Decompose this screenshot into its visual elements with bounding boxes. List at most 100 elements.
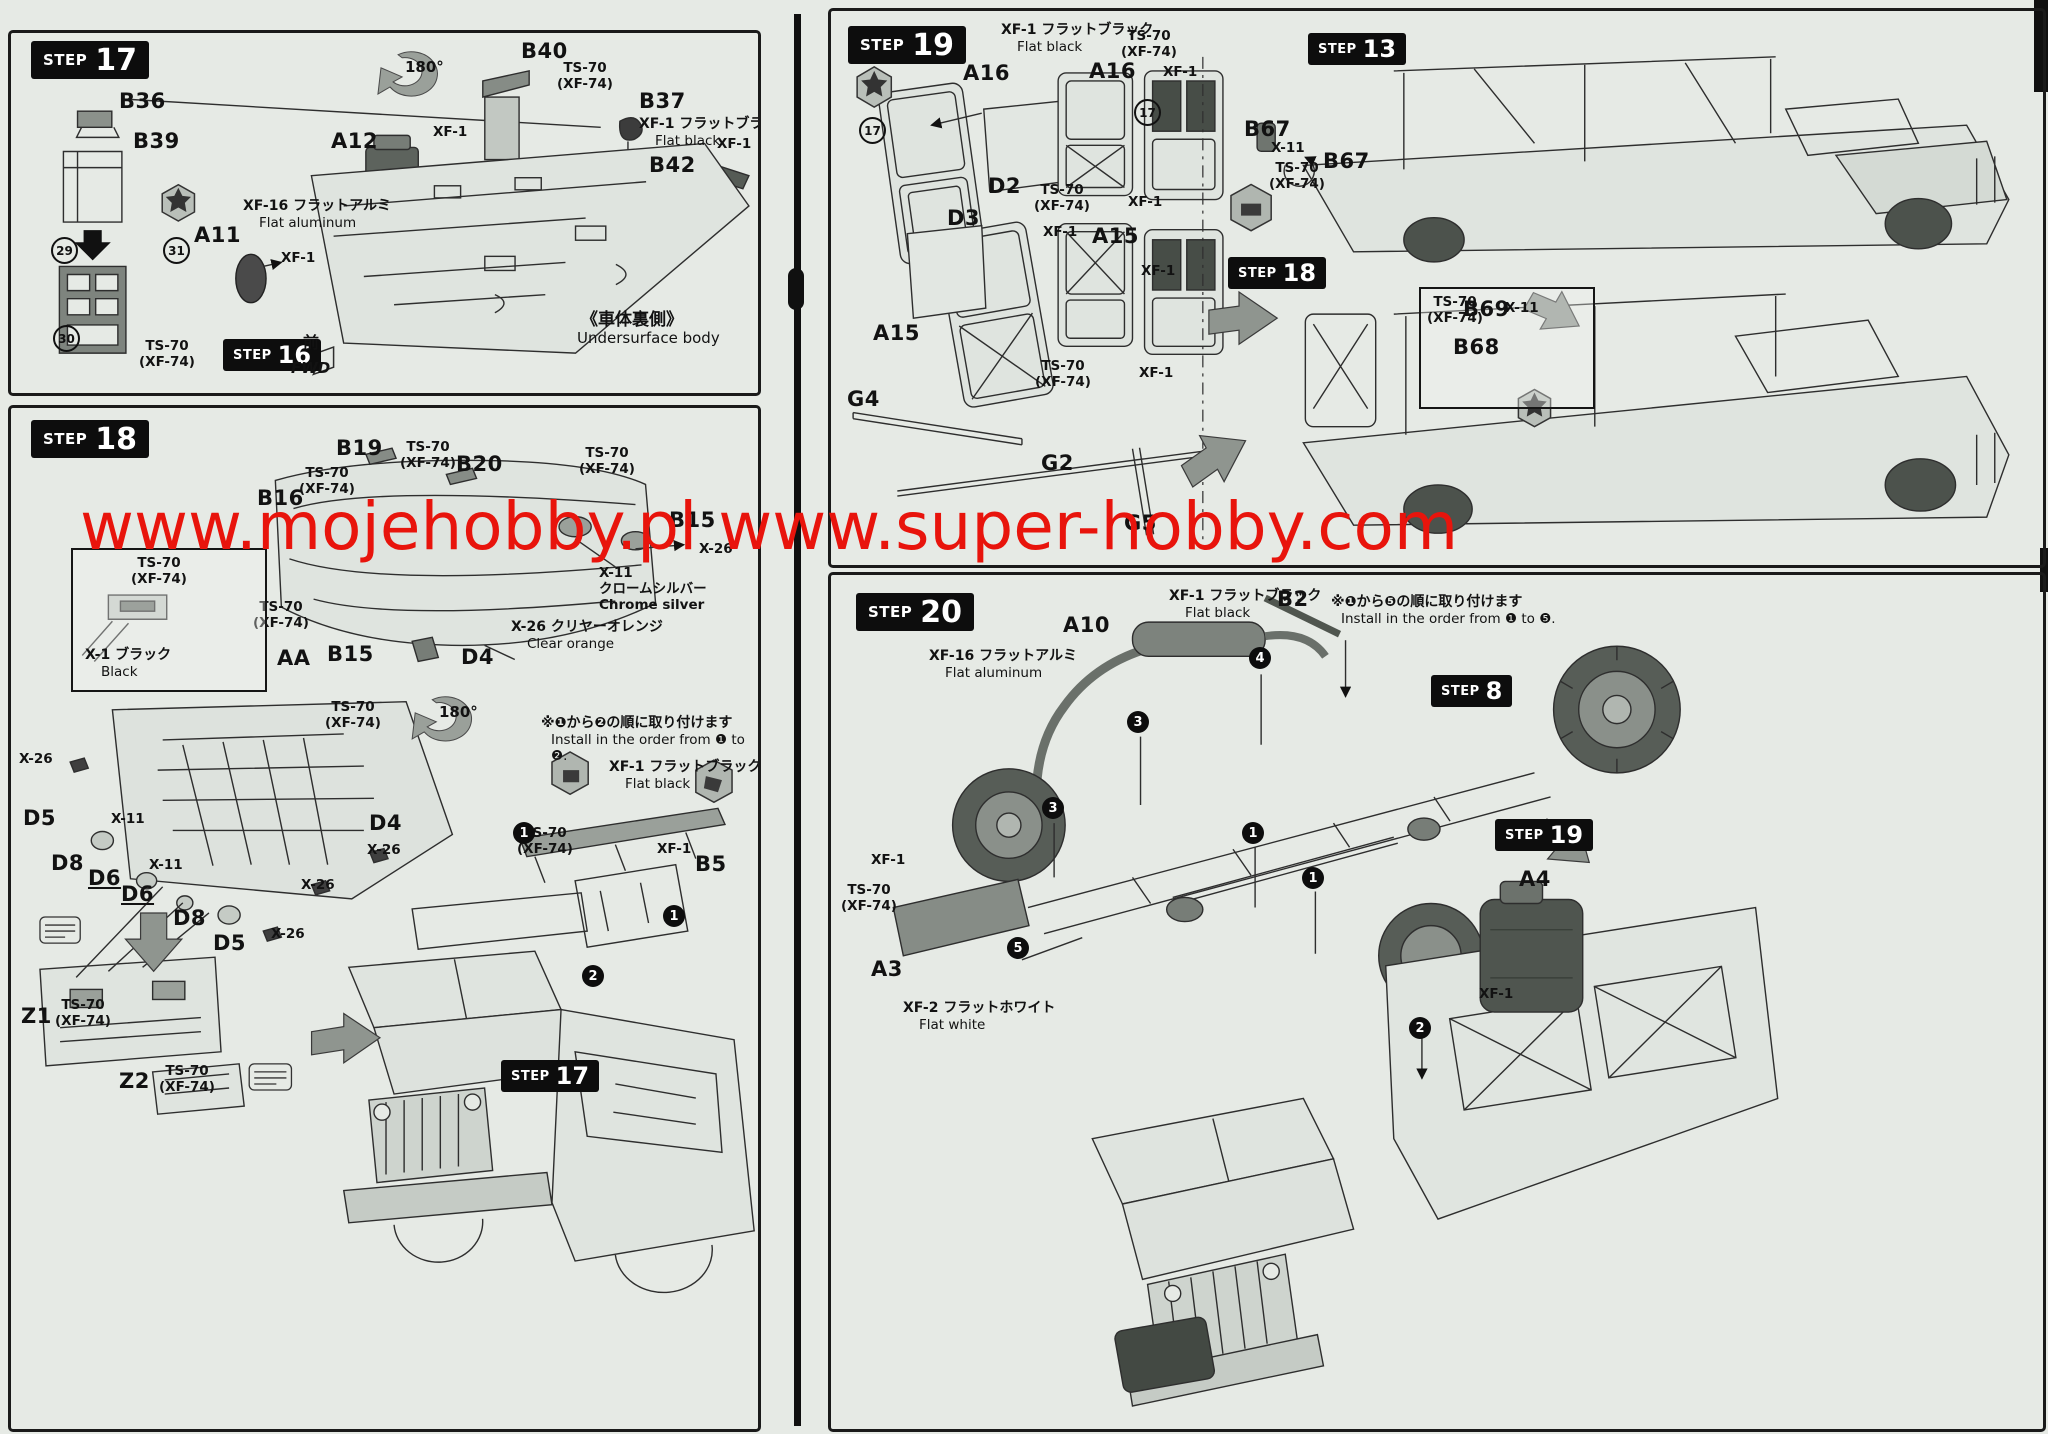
- paint-label-xf1: XF-1: [433, 124, 468, 140]
- part-label-b42: B42: [649, 153, 696, 177]
- part-label-d8: D8: [173, 906, 207, 930]
- part-label-b69: B69: [1463, 297, 1510, 321]
- paint-label-x26-orange-en: Clear orange: [527, 636, 615, 652]
- paint-label-ts70: TS-70 (XF-74): [557, 60, 613, 92]
- part-label-a11: A11: [194, 223, 241, 247]
- paint-label-xf1: XF-1: [281, 250, 316, 266]
- part-label-g5: G5: [1124, 511, 1157, 535]
- part-label-d4: D4: [369, 811, 403, 835]
- step-17-badge: STEP 17: [31, 41, 150, 79]
- order-number-4: 4: [1249, 647, 1271, 669]
- step-number: 18: [95, 421, 138, 457]
- paint-label-xf1: XF-1: [717, 136, 752, 152]
- step-word: STEP: [233, 347, 272, 363]
- part-label-a15: A15: [873, 321, 920, 345]
- step-word: STEP: [1505, 827, 1544, 843]
- part-label-b39: B39: [133, 129, 180, 153]
- install-note-en: Install in the order from ❶ to ❺.: [1341, 611, 1556, 627]
- step-19-badge: STEP 19: [848, 26, 967, 64]
- rotate-180-icon: [377, 51, 438, 97]
- paint-note-xf16: XF-16 フラットアルミ Flat aluminum: [243, 195, 391, 231]
- paint-note-xf1-black: XF-1 フラットブラック Flat black: [639, 113, 758, 149]
- part-label-d5: D5: [23, 806, 57, 830]
- paint-note-xf1-black: XF-1 フラットブラック Flat black: [1169, 585, 1321, 621]
- paint-label-ts70: TS-70 (XF-74): [131, 555, 187, 587]
- part-label-a3: A3: [871, 957, 903, 981]
- part-label-b20: B20: [456, 452, 503, 476]
- paint-label-xf1: XF-1: [1139, 365, 1174, 381]
- order-number-1: 1: [1242, 822, 1264, 844]
- step-20-badge: STEP 20: [856, 593, 975, 631]
- part-label-b2: B2: [1277, 587, 1309, 611]
- detail-inset-x1: [71, 548, 267, 692]
- paint-note-x1: X-1 ブラック Black: [85, 644, 171, 680]
- step-word: STEP: [1318, 41, 1357, 57]
- part-label-b37: B37: [639, 89, 686, 113]
- paint-label-xf1: XF-1: [1043, 224, 1078, 240]
- step17-illustration: [58, 51, 750, 376]
- part-label-g4: G4: [847, 387, 880, 411]
- paint-label-x11: X-11: [1271, 140, 1305, 156]
- part-label-b15: B15: [327, 642, 374, 666]
- paint-label-x11: X-11: [149, 857, 183, 873]
- part-label-a4: A4: [1519, 867, 1551, 891]
- part-label-b68: B68: [1453, 335, 1500, 359]
- paint-label-xf1: XF-1: [657, 841, 692, 857]
- step-17-badge: STEP 17: [501, 1060, 600, 1092]
- step-number: 8: [1485, 677, 1503, 705]
- step-19-badge: STEP 19: [1495, 819, 1594, 851]
- part-label-d2: D2: [988, 174, 1022, 198]
- paint-label-ts70: TS-70 (XF-74): [1427, 294, 1483, 326]
- panel-step18: STEP 18 B19 TS-70 (XF-74) TS-70 (XF-74) …: [8, 405, 761, 1432]
- scan-edge-mark: [2040, 548, 2048, 592]
- step-number: 16: [277, 341, 312, 369]
- step-word: STEP: [860, 36, 905, 54]
- part-label-d6: D6: [88, 866, 122, 890]
- part-label-d6: D6: [121, 882, 155, 906]
- circled-number-17: 17: [859, 117, 886, 144]
- paint-label-xf1-black-en: Flat black: [655, 133, 721, 149]
- install-note-1to5: ※❶から❺の順に取り付けます Install in the order from…: [1331, 591, 1556, 627]
- install-note-jp: ※❶から❺の順に取り付けます: [1331, 594, 1523, 610]
- install-note-en: Install in the order from ❶ to ❷.: [551, 732, 745, 764]
- paint-label-x26: X-26: [699, 541, 733, 557]
- fwd-label-en: FWD: [291, 359, 331, 377]
- paint-label-xf16-en: Flat aluminum: [259, 215, 357, 231]
- paint-label-xf1: XF-1: [1128, 194, 1163, 210]
- step-8-badge: STEP 8: [1431, 675, 1513, 707]
- step20-illustration: [892, 594, 1779, 1407]
- paint-label-ts70: TS-70 (XF-74): [299, 465, 355, 497]
- part-label-a16: A16: [963, 61, 1010, 85]
- part-label-d5: D5: [213, 931, 247, 955]
- star-hexagon-icon: [856, 66, 1552, 428]
- paint-label-ts70: TS-70 (XF-74): [139, 338, 195, 370]
- paint-label-xf1-black-jp: XF-1 フラットブラック: [1001, 22, 1154, 38]
- rotate-label: 180°: [439, 703, 478, 721]
- paint-label-ts70: TS-70 (XF-74): [1269, 160, 1325, 192]
- paint-label-x26: X-26: [301, 877, 335, 893]
- step-13-badge: STEP 13: [1308, 33, 1407, 65]
- part-label-d8: D8: [51, 851, 85, 875]
- paint-label-x1-en: Black: [101, 664, 138, 680]
- paint-label-xf1-black-en: Flat black: [625, 776, 691, 792]
- step-16-badge: STEP 16: [223, 339, 322, 371]
- paint-label-x26: X-26: [367, 842, 401, 858]
- paint-label-xf2-en: Flat white: [919, 1017, 986, 1033]
- paint-note-x11-chrome: X-11 クロームシルバー Chrome silver: [599, 565, 707, 613]
- page-fold-mark: [788, 268, 804, 310]
- order-number-2: 2: [582, 965, 604, 987]
- install-note-jp: ※❶から❷の順に取り付けます: [541, 715, 733, 731]
- step-word: STEP: [1441, 683, 1480, 699]
- part-label-b36: B36: [119, 89, 166, 113]
- paint-note-xf1-black: XF-1 フラットブラック Flat black: [609, 756, 758, 792]
- assembly-arrow-icon: [1180, 290, 1581, 488]
- paint-label-x1-jp: X-1 ブラック: [85, 647, 172, 663]
- paint-label-xf1-black-en: Flat black: [1185, 605, 1251, 621]
- paint-note-xf2: XF-2 フラットホワイト Flat white: [903, 997, 1055, 1033]
- paint-label-xf1: XF-1: [1141, 263, 1176, 279]
- order-number-3: 3: [1042, 797, 1064, 819]
- paint-label-ts70: TS-70 (XF-74): [55, 997, 111, 1029]
- panel-step20: STEP 20 XF-1 フラットブラック Flat black B2 ※❶から…: [828, 572, 2046, 1432]
- circled-number-30: 30: [53, 325, 80, 352]
- paint-label-ts70: TS-70 (XF-74): [579, 445, 635, 477]
